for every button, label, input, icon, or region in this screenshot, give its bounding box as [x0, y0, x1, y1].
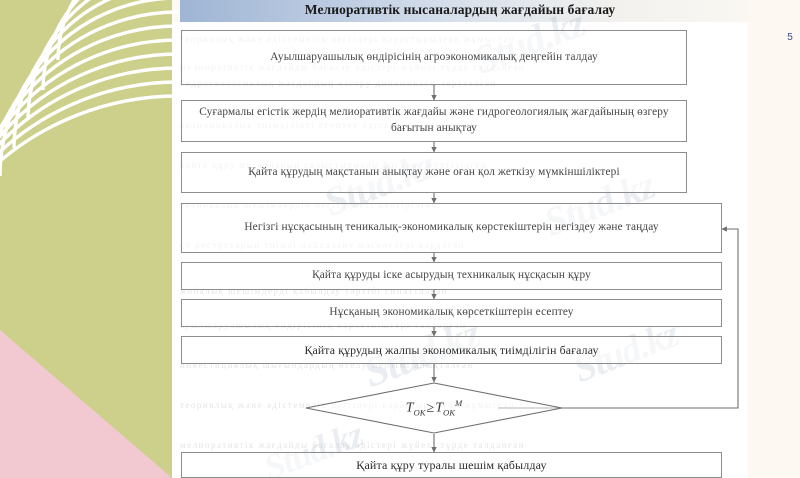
decorative-arcs — [0, 0, 179, 177]
formula-lhs-sub: ОК — [413, 407, 426, 418]
top-blue-band — [180, 0, 800, 22]
slide-title: Мелиоративтік нысаналардың жағдайын баға… — [304, 2, 616, 17]
right-margin — [748, 0, 800, 478]
formula-rhs-sub: ОК — [443, 407, 456, 418]
diamond-formula: TОК≥TОКМ — [305, 382, 563, 434]
ghost-text-line: жобалық шешімдерді қабылдау тәртібі сипа… — [180, 286, 448, 296]
flow-node-n8[interactable]: TОК≥TОКМ — [305, 382, 563, 434]
formula-rhs-base: T — [435, 400, 444, 416]
page-number: 5 — [787, 32, 793, 43]
edge-feedback-loop — [498, 226, 739, 409]
ghost-text-line: инвестициялық шығындардың өтелу мерзімі … — [180, 360, 474, 370]
formula-rhs-sup: М — [455, 398, 463, 409]
diamond-shape — [305, 382, 563, 434]
formula-lhs-base: T — [405, 400, 414, 416]
ghost-text-line: мелиоративтік жағдайды бағалау әдістері … — [180, 440, 526, 450]
formula-operator: ≥ — [426, 400, 435, 416]
